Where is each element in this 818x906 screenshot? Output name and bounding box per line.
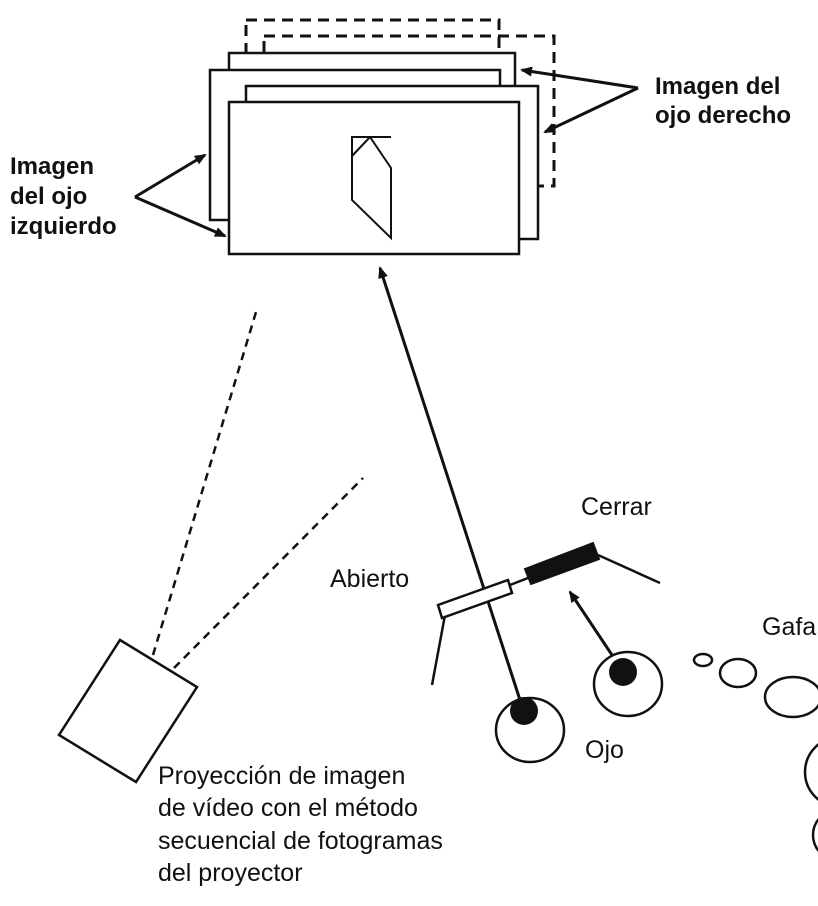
close-label: Cerrar [581,493,652,521]
open-shutter-lens [436,578,514,620]
right-eye-arrow-lower [543,86,639,134]
projection-caption-line-3: secuencial de fotogramas [158,826,443,855]
projection-caption-line-1: Proyección de imagen [158,762,406,790]
glasses-left-arm [430,614,447,686]
left-eye-image-label-line-3: izquierdo [10,213,117,240]
right-eye-image-label: Imagen del ojo derecho [655,72,791,131]
image-frame-front [227,100,521,256]
projector-box [57,638,199,784]
left-eye-arrow-upper [134,153,207,199]
thought-bubbles [692,652,818,853]
closed-shutter-lens [523,541,601,586]
glasses-label: Gafa [762,613,817,641]
eye-label: Ojo [585,736,624,764]
right-eye-image-label-line-1: Imagen del [655,73,781,100]
open-label: Abierto [330,565,410,593]
shutter-glasses [430,541,661,686]
right-eye-image-label-line-2: ojo derecho [655,102,792,130]
eye-left [494,696,566,764]
projector-beam-left [151,311,258,656]
glasses-bridge [509,576,529,587]
projector-beam-right [173,477,364,669]
projection-caption-line-4: del proyector [158,858,303,887]
prism-sketch [351,136,392,241]
glasses-right-arm [597,553,661,585]
right-eye-arrow-upper [520,66,639,90]
left-eye-image-label: Imagen del ojo izquierdo [10,152,117,242]
projection-caption-line-2: de vídeo con el método [158,794,418,823]
closed-shutter-arrow [568,590,614,656]
projection-caption: Proyección de imagen de vídeo con el mét… [158,760,443,889]
left-eye-image-label-line-1: Imagen [10,153,95,180]
line-of-sight-arrow [378,266,522,701]
left-eye-image-label-line-2: del ojo [10,183,88,210]
eye-right [592,650,664,718]
left-eye-arrow-lower [134,195,227,238]
